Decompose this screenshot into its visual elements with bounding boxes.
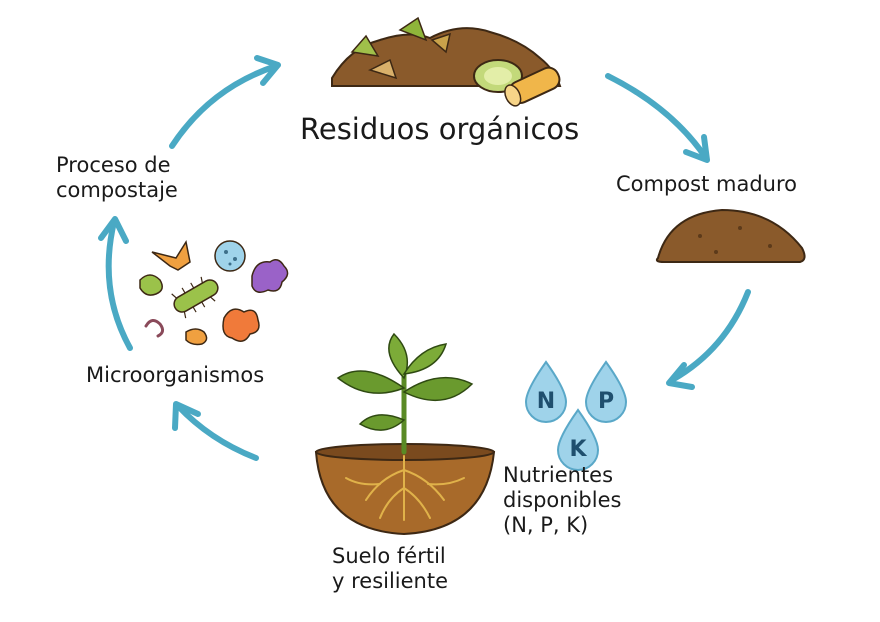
microorganisms-icon [139, 240, 289, 346]
label-nutrientes-line-2: disponibles [503, 487, 622, 512]
mature-compost-icon [655, 208, 806, 263]
label-compost-maduro: Compost maduro [616, 172, 797, 196]
label-suelo-line-2: y resiliente [332, 568, 449, 593]
label-nutrientes-line-1: Nutrientes [503, 463, 614, 487]
drop-p-icon: P [584, 360, 628, 423]
arrow-head-4 [98, 216, 129, 244]
drop-n-letter: N [537, 389, 555, 414]
arrow-head-3 [172, 401, 201, 431]
drop-k-letter: K [569, 437, 587, 462]
arrow-head-1 [683, 134, 710, 163]
label-residuos-organicos: Residuos orgánicos [300, 112, 580, 146]
label-suelo-line-1: Suelo fértil [332, 544, 446, 568]
nutrient-drops: N P K [524, 360, 628, 471]
arrow-head-5 [254, 55, 281, 86]
organic-waste-icon [331, 16, 562, 107]
arrow-residuos-to-compost [605, 73, 709, 161]
cycle-arrows [98, 55, 751, 461]
label-microorganismos: Microorganismos [86, 363, 265, 387]
arrow-proceso-to-residuos [169, 63, 279, 149]
drop-n-icon: N [524, 360, 568, 423]
arrow-compost-to-nutrientes [669, 289, 751, 383]
drop-k-icon: K [556, 408, 600, 471]
label-proceso-compostaje: Proceso de compostaje [56, 153, 178, 203]
plant-soil-icon [314, 332, 496, 536]
drop-p-letter: P [598, 389, 614, 414]
label-nutrientes-line-3: (N, P, K) [503, 512, 589, 537]
label-proceso-line-1: Proceso de [56, 153, 171, 177]
arrow-suelo-to-micro [175, 403, 259, 461]
label-nutrientes-disponibles: Nutrientes disponibles (N, P, K) [503, 463, 621, 537]
label-proceso-line-2: compostaje [56, 177, 178, 202]
label-suelo-fertil: Suelo fértil y resiliente [332, 544, 448, 594]
arrow-head-2 [666, 362, 695, 390]
arrow-micro-to-proceso [105, 219, 133, 351]
